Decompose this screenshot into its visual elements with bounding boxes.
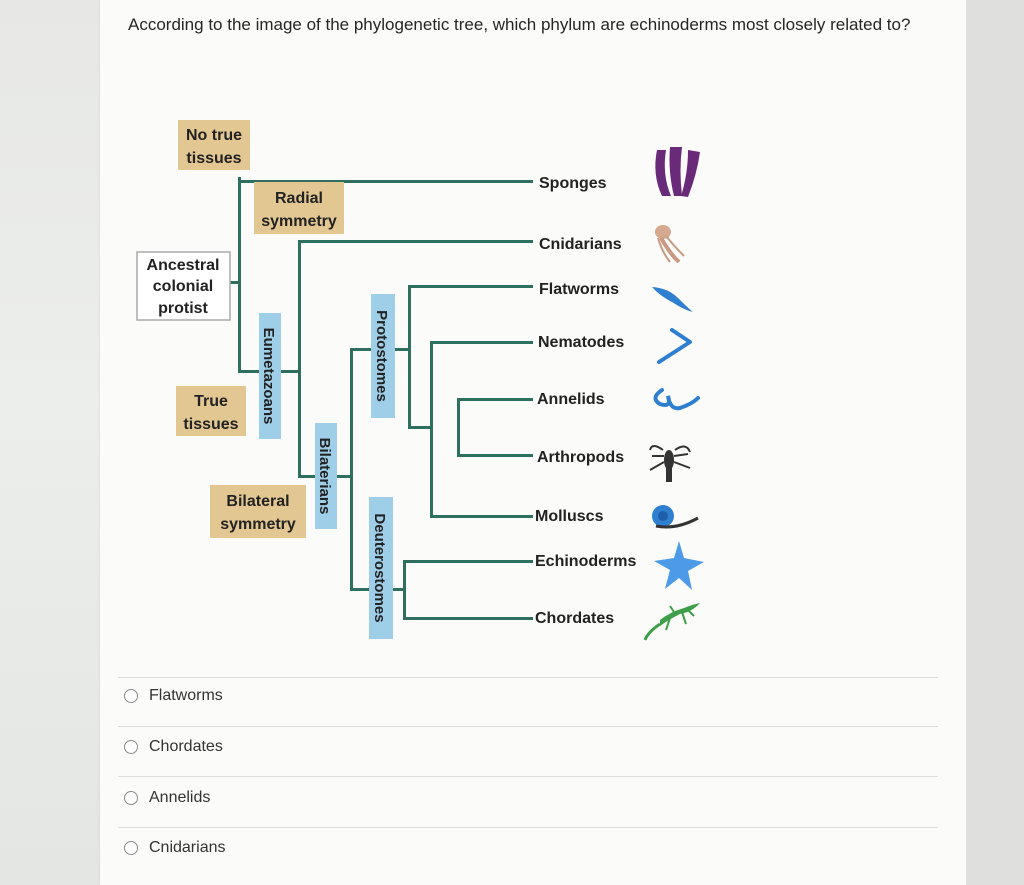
taxon-echinoderms: Echinoderms: [535, 553, 636, 570]
divider: [118, 776, 938, 777]
radio-icon[interactable]: [124, 791, 138, 805]
ancestral-line-3: protist: [158, 300, 208, 317]
true-tissues-box: True tissues: [176, 386, 246, 436]
option-flatworms[interactable]: Flatworms: [124, 684, 223, 708]
chordate-icon: [643, 603, 700, 641]
radial-symmetry-line-2: symmetry: [261, 213, 337, 230]
radio-icon[interactable]: [124, 689, 138, 703]
option-annelids[interactable]: Annelids: [124, 786, 210, 810]
echinoderm-icon: [654, 541, 704, 590]
arthropod-icon: [649, 445, 691, 482]
divider: [118, 677, 938, 678]
divider: [118, 827, 938, 828]
no-true-tissues-box: No true tissues: [178, 120, 250, 170]
annelid-icon: [653, 388, 700, 411]
flatworm-icon: [652, 287, 693, 312]
bilateral-symmetry-line-2: symmetry: [220, 516, 296, 533]
page-margin: [966, 0, 1024, 885]
option-label: Flatworms: [149, 687, 223, 704]
sponge-icon: [655, 147, 700, 197]
no-true-tissues-line-1: No true: [186, 127, 242, 144]
option-label: Cnidarians: [149, 839, 226, 856]
ancestral-line-2: colonial: [153, 278, 213, 295]
deuterostomes-text: Deuterostomes: [371, 513, 388, 622]
option-cnidarians[interactable]: Cnidarians: [124, 836, 225, 860]
protostomes-text: Protostomes: [373, 310, 390, 402]
radio-icon[interactable]: [124, 841, 138, 855]
bilaterians-text: Bilaterians: [316, 438, 333, 515]
cnidarian-icon: [655, 225, 685, 264]
eumetazoans-text: Eumetazoans: [260, 328, 277, 425]
radial-symmetry-line-1: Radial: [275, 190, 323, 207]
true-tissues-line-1: True: [194, 393, 228, 410]
bilaterians-label: Bilaterians: [315, 423, 337, 529]
true-tissues-line-2: tissues: [183, 416, 238, 433]
divider: [118, 726, 938, 727]
radial-symmetry-box: Radial symmetry: [254, 182, 344, 234]
bilateral-symmetry-line-1: Bilateral: [226, 493, 289, 510]
deuterostomes-label: Deuterostomes: [369, 497, 393, 639]
taxon-molluscs: Molluscs: [535, 508, 604, 525]
question-text: According to the image of the phylogenet…: [128, 15, 911, 34]
option-label: Chordates: [149, 738, 223, 755]
taxon-arthropods: Arthropods: [537, 449, 624, 466]
no-true-tissues-line-2: tissues: [186, 150, 241, 167]
ancestral-line-1: Ancestral: [147, 257, 220, 274]
ancestral-colonial-protist-box: Ancestral colonial protist: [136, 251, 231, 321]
tree-branches: [230, 177, 533, 620]
option-chordates[interactable]: Chordates: [124, 735, 223, 759]
taxon-chordates: Chordates: [535, 610, 614, 627]
eumetazoans-label: Eumetazoans: [259, 313, 281, 439]
taxon-nematodes: Nematodes: [538, 334, 624, 351]
bilateral-symmetry-box: Bilateral symmetry: [210, 485, 306, 538]
protostomes-label: Protostomes: [371, 294, 395, 418]
taxon-cnidarians: Cnidarians: [539, 236, 622, 253]
nematode-icon: [657, 328, 692, 364]
option-label: Annelids: [149, 789, 211, 806]
radio-icon[interactable]: [124, 740, 138, 754]
mollusc-icon: [652, 505, 699, 529]
taxon-flatworms: Flatworms: [539, 281, 619, 298]
taxon-annelids: Annelids: [537, 391, 605, 408]
taxon-sponges: Sponges: [539, 175, 607, 192]
